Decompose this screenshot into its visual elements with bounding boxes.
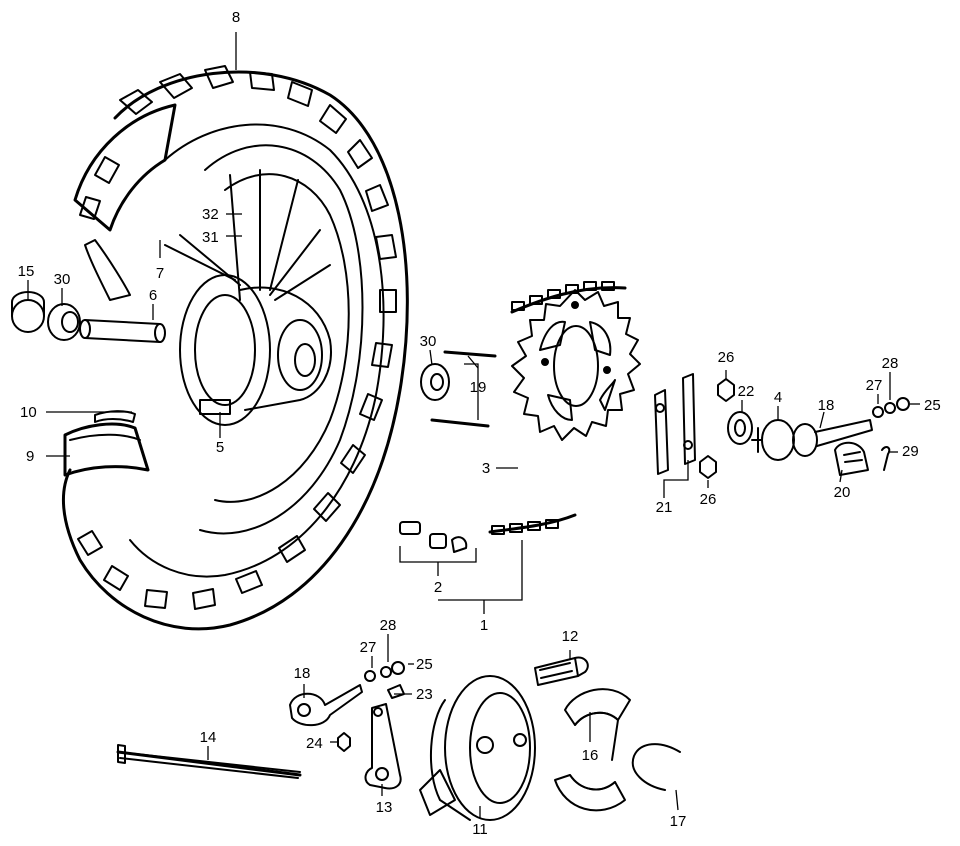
lock-washer-plates	[654, 373, 696, 475]
label-25-right: 25	[924, 397, 941, 414]
distance-collar	[79, 319, 166, 343]
label-15: 15	[18, 263, 35, 280]
label-3: 3	[482, 460, 490, 477]
drive-sprocket	[511, 289, 641, 441]
oil-seal	[727, 411, 753, 445]
label-27-lower: 27	[360, 639, 377, 656]
part-labels: 8 32 31 7 15 30 6 10 9 5 30 19 3 2 1 21 …	[18, 9, 941, 838]
cotter-pin	[881, 446, 891, 471]
axle-plate-right	[792, 419, 873, 457]
label-19: 19	[470, 379, 487, 396]
brake-spring	[631, 743, 681, 791]
label-2: 2	[434, 579, 442, 596]
brake-panel	[419, 675, 536, 821]
label-7: 7	[156, 265, 164, 282]
chain-joint	[399, 521, 468, 553]
sprocket-bolt	[430, 350, 497, 428]
small-washers-lower	[364, 661, 405, 682]
label-18-lower: 18	[294, 665, 311, 682]
label-32: 32	[202, 206, 219, 223]
label-26-bottom: 26	[700, 491, 717, 508]
tire-tube-section	[63, 422, 150, 477]
label-8: 8	[232, 9, 240, 26]
axle-shaft	[116, 744, 302, 779]
label-17: 17	[670, 813, 687, 830]
label-5: 5	[216, 439, 224, 456]
rear-tire	[61, 65, 409, 631]
rim-band	[94, 410, 136, 423]
label-26-top: 26	[718, 349, 735, 366]
wheel-bearing-right	[420, 363, 450, 401]
wheel-bearing-left	[47, 303, 81, 341]
label-28-right: 28	[882, 355, 899, 372]
label-25-lower: 25	[416, 656, 433, 673]
brake-arm-plate	[289, 684, 363, 727]
side-collar	[751, 419, 795, 461]
label-20: 20	[834, 484, 851, 501]
label-13: 13	[376, 799, 393, 816]
chain-adjuster	[834, 441, 869, 476]
label-1: 1	[480, 617, 488, 634]
label-18-right: 18	[818, 397, 835, 414]
drive-chain	[488, 281, 627, 535]
label-12: 12	[562, 628, 579, 645]
label-30-left: 30	[54, 271, 71, 288]
brake-cam	[534, 656, 589, 686]
spokes	[164, 169, 331, 301]
rear-hub	[179, 274, 332, 426]
label-27-right: 27	[866, 377, 883, 394]
label-4: 4	[774, 389, 782, 406]
label-6: 6	[149, 287, 157, 304]
brake-nut	[337, 732, 351, 752]
rear-rim	[199, 144, 364, 535]
label-22: 22	[738, 383, 755, 400]
label-21: 21	[656, 499, 673, 516]
leader-lines	[27, 32, 920, 818]
small-washers-right	[872, 397, 910, 418]
label-10: 10	[20, 404, 37, 421]
label-31: 31	[202, 229, 219, 246]
sprocket-nut-top	[717, 378, 735, 402]
label-14: 14	[200, 729, 217, 746]
label-9: 9	[26, 448, 34, 465]
label-23: 23	[416, 686, 433, 703]
label-11: 11	[472, 821, 488, 838]
sprocket-nut-bottom	[699, 455, 717, 479]
brake-shoes	[554, 688, 631, 812]
label-24: 24	[306, 735, 323, 752]
label-30-right: 30	[420, 333, 437, 350]
label-29: 29	[902, 443, 919, 460]
brake-arm	[364, 703, 402, 790]
label-28-lower: 28	[380, 617, 397, 634]
label-16: 16	[582, 747, 599, 764]
brake-arm-spring	[387, 684, 405, 699]
